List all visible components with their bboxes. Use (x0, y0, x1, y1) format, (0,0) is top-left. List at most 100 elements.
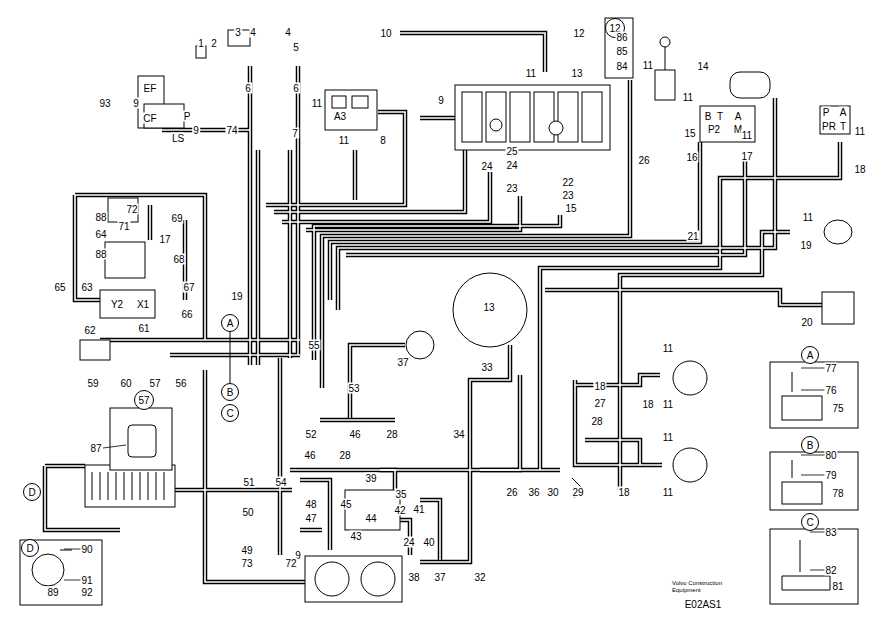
callout-number: 19 (799, 240, 812, 251)
callout-number: 83 (824, 527, 837, 538)
callout-number: 13 (570, 68, 583, 79)
callout-number: 82 (824, 565, 837, 576)
callout-number: 15 (564, 203, 577, 214)
callout-circle: B (221, 383, 239, 401)
callout-number: 35 (394, 489, 407, 500)
callout-number: 32 (473, 572, 486, 583)
callout-number: EF (143, 83, 158, 94)
callout-number: 60 (119, 378, 132, 389)
callout-number: 16 (685, 152, 698, 163)
callout-number: E02AS1 (684, 599, 723, 610)
callout-number: 9 (437, 95, 445, 106)
callout-number: 9 (192, 125, 200, 136)
callout-number: 88 (94, 212, 107, 223)
callout-number: 54 (274, 477, 287, 488)
callout-number: 11 (525, 68, 537, 79)
callout-number: 1 (197, 38, 205, 49)
callout-number: T (716, 111, 724, 122)
callout-number: 17 (158, 234, 171, 245)
components (80, 18, 854, 602)
callout-number: 93 (98, 98, 111, 109)
callout-number: 39 (364, 473, 377, 484)
callout-number: 81 (831, 581, 844, 592)
callout-number: 12 (572, 28, 585, 39)
callout-number: 25 (505, 146, 518, 157)
callout-number: 33 (480, 362, 493, 373)
callout-number: 79 (824, 470, 837, 481)
callout-number: 23 (561, 190, 574, 201)
callout-number: 44 (364, 513, 377, 524)
callout-number: P (183, 111, 192, 122)
callout-number: 17 (740, 151, 753, 162)
callout-number: 3 (234, 27, 242, 38)
callout-number: X1 (136, 299, 150, 310)
callout-number: 89 (46, 587, 59, 598)
callout-number: 11 (642, 60, 654, 71)
leader-lines (64, 368, 825, 580)
callout-number: 15 (683, 128, 696, 139)
callout-number: 28 (338, 450, 351, 461)
callout-number: 24 (402, 537, 415, 548)
callout-number: 29 (571, 487, 584, 498)
callout-number: 24 (480, 161, 493, 172)
callout-circle: A (801, 346, 819, 364)
callout-number: 18 (853, 164, 866, 175)
callout-number: 37 (433, 572, 446, 583)
callout-number: 27 (593, 398, 606, 409)
detail-insets (20, 362, 858, 605)
callout-number: 72 (284, 558, 297, 569)
callout-number: 67 (182, 282, 195, 293)
callout-number: B (704, 111, 713, 122)
callout-number: 28 (385, 429, 398, 440)
callout-number: 84 (615, 61, 628, 72)
callout-number: 11 (854, 126, 866, 137)
callout-number: 11 (311, 98, 323, 109)
circle-letter: C (226, 408, 233, 419)
callout-number: 8 (379, 135, 387, 146)
circle-letter: A (807, 350, 814, 361)
callout-number: 28 (590, 416, 603, 427)
callout-number: 11 (338, 135, 350, 146)
callout-number: 6 (292, 83, 300, 94)
callout-number: 48 (304, 499, 317, 510)
callout-number: 37 (396, 357, 409, 368)
callout-circle: 57 (134, 390, 154, 410)
callout-number: 11 (662, 487, 674, 498)
callout-number: 55 (307, 340, 320, 351)
callout-number: 30 (546, 487, 559, 498)
callout-number: P (822, 107, 831, 118)
circle-letter: D (28, 487, 35, 498)
callout-number: 56 (174, 378, 187, 389)
callout-number: 26 (505, 487, 518, 498)
callout-number: 18 (617, 487, 630, 498)
callout-number: 64 (94, 229, 107, 240)
callout-number: 40 (422, 537, 435, 548)
callout-number: 21 (686, 231, 699, 242)
callout-number: 13 (482, 302, 495, 313)
circle-letter: A (227, 318, 234, 329)
callout-number: 11 (662, 343, 674, 354)
callout-number: 20 (800, 317, 813, 328)
callout-number: 69 (170, 213, 183, 224)
callout-circle: C (801, 513, 819, 531)
callout-number: 53 (347, 383, 360, 394)
callout-number: 6 (244, 83, 252, 94)
callout-number: 80 (824, 450, 837, 461)
callout-number: 77 (824, 363, 837, 374)
callout-number: A (839, 107, 848, 118)
callout-number: 42 (393, 505, 406, 516)
callout-number: 72 (125, 204, 138, 215)
callout-number: 62 (83, 325, 96, 336)
callout-number: 46 (303, 450, 316, 461)
callout-number: 59 (86, 378, 99, 389)
callout-number: 66 (180, 309, 193, 320)
callout-number: LS (171, 133, 185, 144)
hose-lines (45, 33, 840, 582)
callout-number: A3 (333, 111, 347, 122)
callout-number: 2 (210, 38, 218, 49)
callout-number: 88 (94, 249, 107, 260)
callout-number: 73 (240, 558, 253, 569)
circle-letter: 57 (138, 395, 149, 406)
